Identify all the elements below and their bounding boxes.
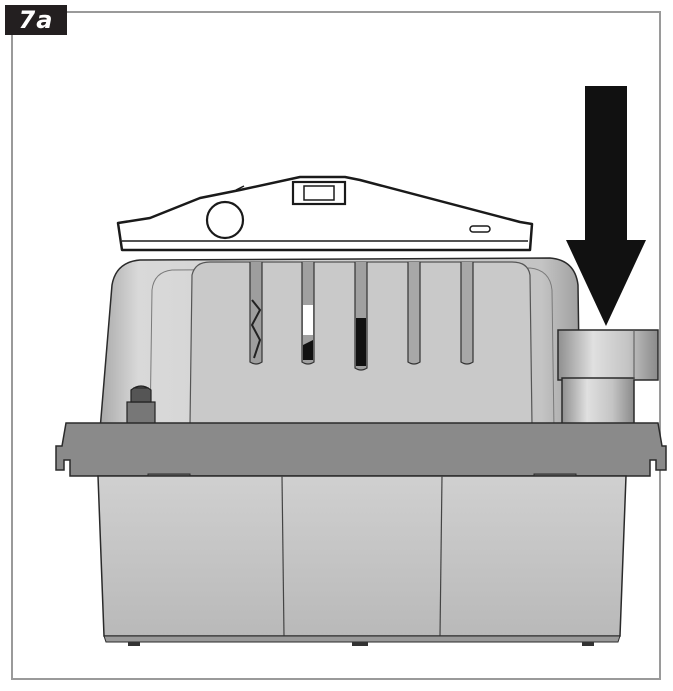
- step-badge: 7a: [5, 5, 67, 35]
- outlet-fitting-icon: [557, 329, 659, 425]
- mounting-flange: [55, 422, 667, 485]
- level-window-slots: [249, 262, 474, 371]
- inlet-fitting-icon: [126, 385, 156, 427]
- pump-lid-icon: [116, 175, 534, 252]
- down-arrow-icon: [566, 86, 646, 326]
- pump-body-icon: [99, 257, 581, 431]
- reservoir-tank: [97, 475, 627, 646]
